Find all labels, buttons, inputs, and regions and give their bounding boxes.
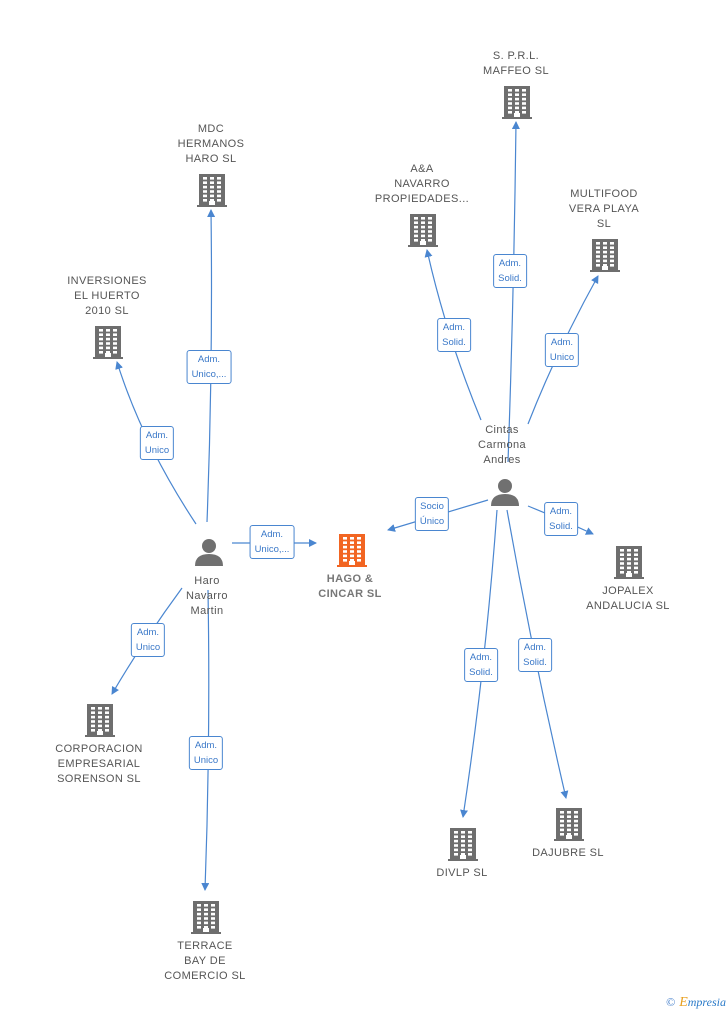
building-icon [614,546,644,579]
node-label-inversiones[interactable]: INVERSIONES EL HUERTO 2010 SL [67,275,147,317]
edge-label-cintas-divlp[interactable]: Adm. Solid. [464,648,498,682]
edge-label-cintas-jopalex[interactable]: Adm. Solid. [544,502,578,536]
building-icon [590,239,620,272]
node-label-aa[interactable]: A&A NAVARRO PROPIEDADES... [374,163,470,205]
node-label-spr[interactable]: S. P.R.L. MAFFEO SL [483,50,549,77]
node-label-jopalex[interactable]: JOPALEX ANDALUCIA SL [586,585,670,612]
edge-label-cintas-dajubre[interactable]: Adm. Solid. [518,638,552,672]
node-label-mdc[interactable]: MDC HERMANOS HARO SL [177,123,245,165]
footer-brand[interactable]: ©Empresia [666,995,726,1011]
copyright-symbol: © [666,995,676,1009]
edge-label-cintas-multifood[interactable]: Adm. Unico [544,333,580,367]
edge-cintas-spr [507,121,520,463]
building-icon [197,174,227,207]
node-label-hago[interactable]: HAGO & CINCAR SL [318,573,382,600]
edge-label-haro-terrace[interactable]: Adm. Unico [188,736,224,770]
node-label-multifood[interactable]: MULTIFOOD VERA PLAYA SL [568,188,640,230]
building-icon [191,901,221,934]
node-label-haro[interactable]: Haro Navarro Martin [186,575,228,617]
person-icon [195,539,223,566]
brand-name: mpresia [687,995,726,1009]
node-label-cintas[interactable]: Cintas Carmona Andres [477,424,527,466]
node-label-dajubre[interactable]: DAJUBRE SL [532,847,604,859]
edge-label-haro-hago[interactable]: Adm. Unico,... [249,525,295,559]
building-icon [448,828,478,861]
building-icon [93,326,123,359]
building-icon [502,86,532,119]
edge-label-haro-corporacion[interactable]: Adm. Unico [130,623,166,657]
brand-initial: E [679,995,688,1010]
edge-label-haro-mdc[interactable]: Adm. Unico,... [186,350,232,384]
edge-label-haro-inversiones[interactable]: Adm. Unico [139,426,175,460]
edge-label-cintas-aa[interactable]: Adm. Solid. [437,318,471,352]
node-label-terrace[interactable]: TERRACE BAY DE COMERCIO SL [164,940,246,982]
person-icon [491,479,519,506]
node-label-corporacion[interactable]: CORPORACION EMPRESARIAL SORENSON SL [55,743,143,785]
building-icon [85,704,115,737]
node-label-divlp[interactable]: DIVLP SL [436,867,488,879]
building-icon [337,534,367,567]
edge-label-cintas-spr[interactable]: Adm. Solid. [493,254,527,288]
building-icon [408,214,438,247]
edge-label-cintas-hago[interactable]: Socio Único [414,497,450,531]
building-icon [554,808,584,841]
